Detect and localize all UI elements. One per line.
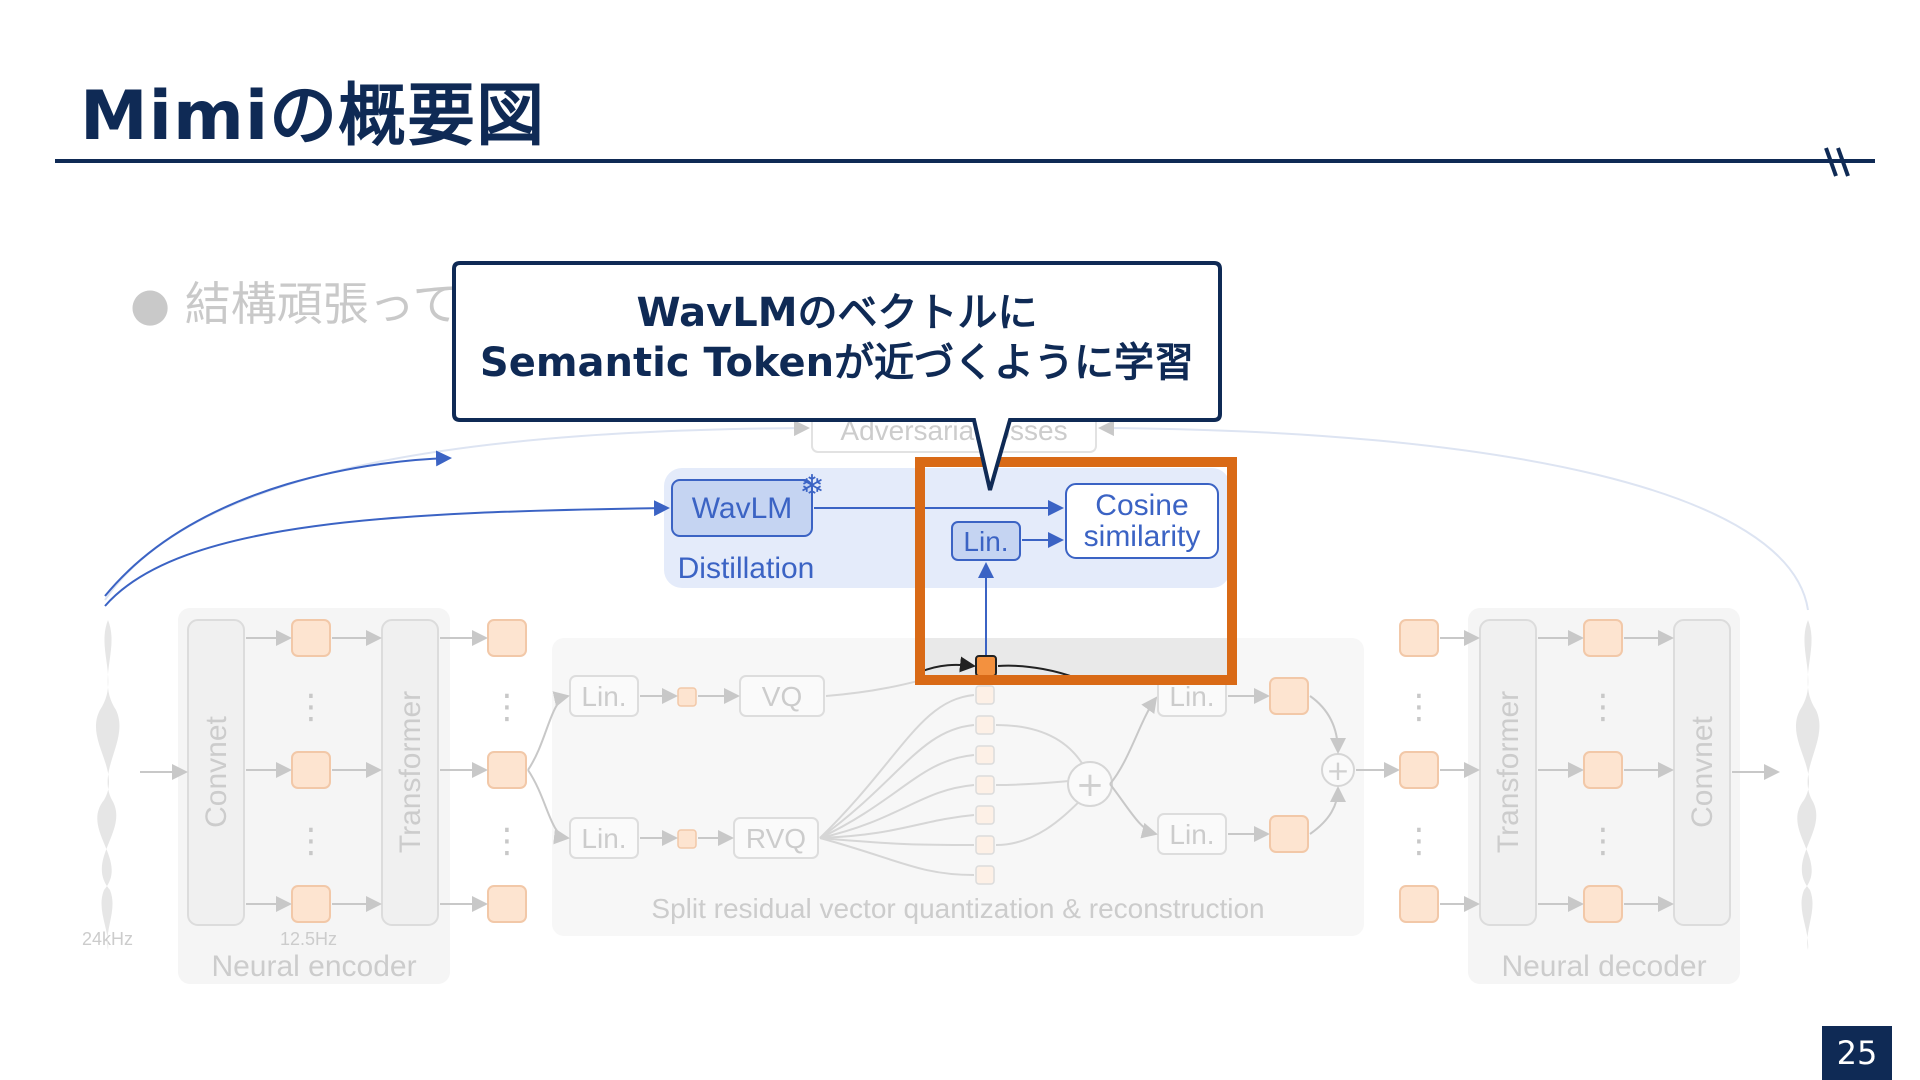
split-rvq-caption: Split residual vector quantization & rec… [651,893,1264,924]
encoder-dots-1: ⋮ [294,687,328,727]
encoder-convnet-block [187,619,245,926]
callout-bubble [452,261,1222,491]
lin-out-bottom-label: Lin. [1169,819,1214,850]
encoder-arrows [140,630,488,912]
highlight-frame [915,457,1237,685]
decoder-transformer-label: Transformer [1492,691,1525,853]
callout-line-1: WavLMのベクトルに [636,290,1038,336]
rvq-block [733,817,819,859]
cosine-box [1065,483,1219,559]
output-waveform [1795,620,1820,950]
lin-rvq-in-label: Lin. [581,823,626,854]
rate-12k: 12.5Hz [280,929,337,949]
semantic-token [975,655,997,677]
wavlm-input-arrows [104,450,670,607]
highlight-bg [920,638,1232,678]
encoder-dots-2: ⋮ [294,821,328,861]
encoder-caption: Neural encoder [211,950,416,983]
input-waveform [95,620,120,950]
distillation-label: Distillation [678,552,815,585]
callout-line-2: Semantic Tokenが近づくように学習 [479,340,1195,386]
lin-top-box [951,521,1021,561]
encoder-transformer-block [381,619,439,926]
wavlm-label: WavLM [692,492,793,525]
rvq-fan-lines [819,667,1087,876]
encoder-tokens [291,619,527,923]
decoder-arrows [1440,630,1780,912]
title-rule [55,159,1875,163]
rvq-out-tokens [1269,677,1309,853]
decoder-dots-4: ⋮ [1586,821,1620,861]
bullet-text: ● 結構頑張って [130,277,459,331]
rvq-arrows [527,688,1400,846]
decoder-transformer-block [1479,619,1537,926]
merge-node-plus: + [1326,754,1349,787]
encoder-dots-3: ⋮ [490,687,524,727]
vq-block [739,675,825,717]
lin-vq-in [569,675,639,717]
decoder-convnet-label: Convnet [1686,715,1719,827]
small-tokens [677,687,697,849]
decoder-tokens [1399,619,1623,923]
vq-label: VQ [762,681,802,712]
decoder-dots-2: ⋮ [1402,821,1436,861]
rvq-label: RVQ [746,823,806,854]
codebook-tokens [975,685,995,885]
callout-text: WavLMのベクトルに Semantic Tokenが近づくように学習 [455,288,1219,388]
encoder-transformer-label: Transformer [394,691,427,853]
distillation-arrows [814,500,1064,656]
lin-rvq-in [569,817,639,859]
decoder-convnet-block [1673,619,1731,926]
lin-vq-in-label: Lin. [581,681,626,712]
merge-node [1321,753,1355,787]
encoder-dots-4: ⋮ [490,821,524,861]
lin-out-bottom [1157,813,1227,855]
bullet-label: 結構頑張って [184,277,459,331]
sum-node [1067,761,1113,807]
decoder-dots-3: ⋮ [1586,687,1620,727]
cosine-label-2: similarity [1084,520,1201,553]
lin-out-top-label: Lin. [1169,681,1214,712]
sum-node-plus: + [1076,765,1105,805]
page-title: Mimiの概要図 [80,77,546,156]
rule-end-mark [1824,147,1850,177]
snowflake-icon: ❄ [799,469,824,504]
wavlm-box [671,479,813,537]
lin-top-label: Lin. [963,526,1008,557]
decoder-dots-1: ⋮ [1402,687,1436,727]
page-number: 25 [1822,1026,1892,1080]
encoder-convnet-label: Convnet [200,715,233,827]
cosine-label-1: Cosine [1095,489,1188,522]
decoder-caption: Neural decoder [1501,950,1706,983]
